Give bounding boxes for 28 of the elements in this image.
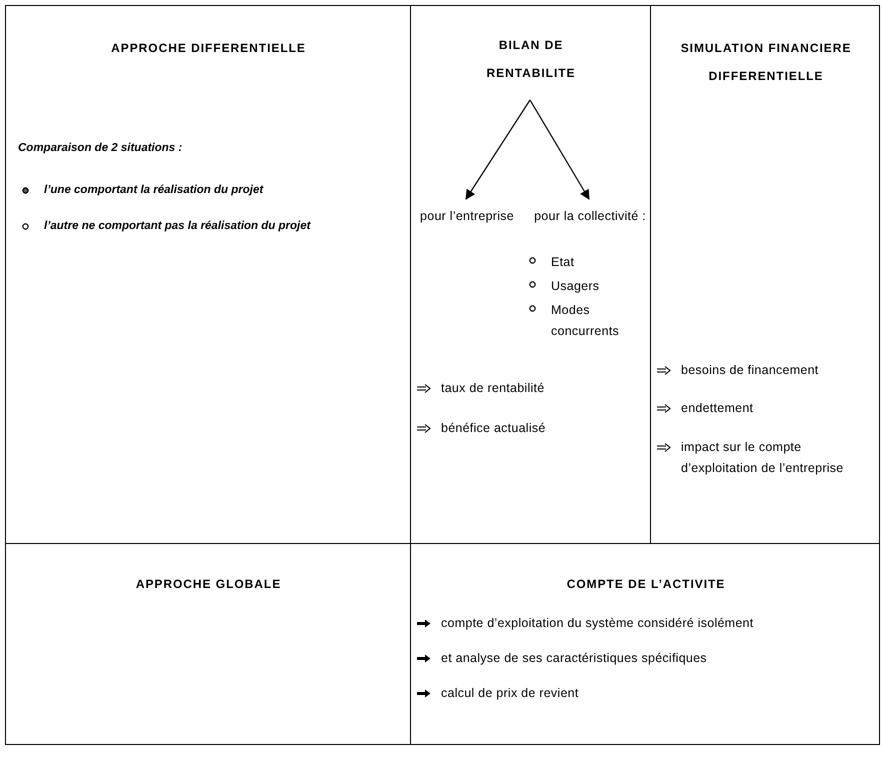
item-text: l’une comportant la réalisation du projet [44, 183, 264, 198]
item-text: Usagers [551, 278, 600, 295]
item-text: endettement [681, 400, 754, 417]
item-text: pour l’entreprise [419, 208, 515, 225]
item-text: besoins de financement [681, 362, 820, 379]
table-cell [5, 543, 410, 745]
item-text: et analyse de ses caractéristiques spécifiques [441, 650, 708, 667]
arrow [465, 100, 530, 200]
heading-text: SIMULATION FINANCIERE DIFFERENTIELLE [680, 40, 852, 85]
item-text: Comparaison de 2 situations : [18, 141, 184, 156]
table-cell [5, 5, 410, 543]
item-text: compte d’exploitation du système considéré isolément [441, 615, 754, 632]
heading-text: BILAN DE RENTABILITE [486, 37, 576, 82]
item-text: taux de rentabilité [441, 380, 546, 397]
item-text: l’autre ne comportant pas la réalisation du projet [44, 219, 312, 234]
item-text: Modes concurrents [551, 302, 620, 340]
arrow [529, 100, 590, 200]
table-cell [650, 5, 880, 543]
table-cell [410, 5, 650, 543]
item-text: bénéfice actualisé [441, 420, 547, 437]
table-cell [410, 543, 880, 745]
item-text: calcul de prix de revient [441, 685, 580, 702]
item-text: pour la collectivité : [533, 208, 647, 225]
heading-text: APPROCHE GLOBALE [134, 576, 282, 593]
heading-text: COMPTE DE L’ACTIVITE [566, 576, 726, 593]
item-text: Etat [551, 254, 576, 271]
heading-text: APPROCHE DIFFERENTIELLE [110, 40, 307, 57]
item-text: impact sur le compte d’exploitation de l’entreprise [681, 439, 844, 477]
